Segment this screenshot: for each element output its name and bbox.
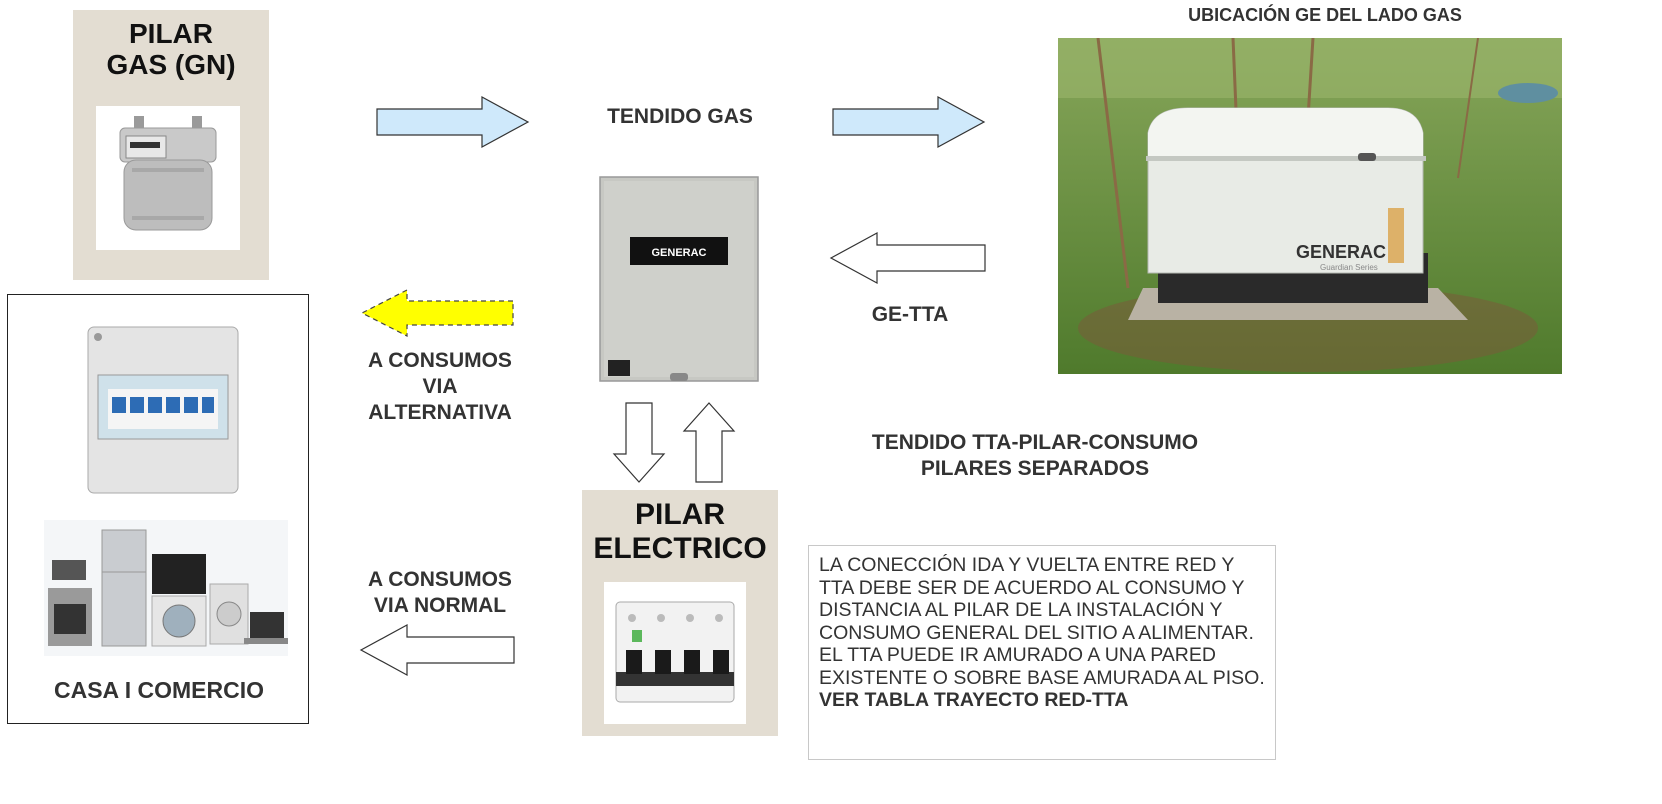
house-label: CASA I COMERCIO — [54, 677, 264, 703]
gas-pillar-title-line2: GAS (GN) — [106, 49, 236, 80]
route-label: TENDIDO TTA-PILAR-CONSUMO PILARES SEPARA… — [835, 430, 1235, 482]
gas-pillar: PILAR GAS (GN) — [73, 10, 269, 280]
distribution-board-image — [80, 319, 246, 499]
electric-pillar-title-line1: PILAR — [635, 498, 725, 531]
generator-series-text: Guardian Series — [1320, 263, 1378, 272]
alt-consumption-line1: A CONSUMOS — [368, 349, 512, 372]
generator-brand-text: GENERAC — [1296, 242, 1386, 262]
breaker-image — [604, 582, 746, 724]
route-label-line1: TENDIDO TTA-PILAR-CONSUMO — [871, 431, 1199, 454]
breaker-icon — [615, 601, 735, 703]
note-text-2: EL TTA PUEDE IR AMURADO A UNA PARED EXIS… — [819, 644, 1265, 689]
normal-consumption-label: A CONSUMOS VIA NORMAL — [345, 567, 535, 619]
gas-arrow-2 — [832, 95, 986, 149]
ge-tta-arrow — [829, 231, 986, 285]
transfer-switch-image: GENERAC — [598, 175, 760, 385]
tta-to-pillar-arrow — [612, 402, 666, 483]
appliances-image — [44, 520, 288, 656]
alt-consumption-line2: VIA — [422, 375, 458, 398]
note-bold-text: VER TABLA TRAYECTO RED-TTA — [819, 689, 1129, 711]
normal-consumption-arrow — [359, 623, 515, 677]
pillar-to-tta-arrow — [682, 402, 736, 483]
house-box: CASA I COMERCIO — [7, 294, 309, 724]
generator-icon: GENERAC Guardian Series — [1058, 38, 1562, 374]
note-box: LA CONECCIÓN IDA Y VUELTA ENTRE RED Y TT… — [808, 545, 1276, 760]
distribution-board-icon — [87, 326, 239, 494]
normal-consumption-line2: VIA NORMAL — [373, 594, 507, 617]
gas-pillar-title-line1: PILAR — [129, 18, 213, 49]
generator-photo: GENERAC Guardian Series — [1058, 38, 1562, 374]
normal-consumption-line1: A CONSUMOS — [368, 568, 512, 591]
alternative-consumption-label: A CONSUMOS VIA ALTERNATIVA — [345, 348, 535, 426]
alt-consumption-line3: ALTERNATIVA — [368, 401, 512, 424]
appliances-icon — [48, 529, 288, 647]
tta-brand-text: GENERAC — [651, 247, 706, 259]
alternative-consumption-arrow — [360, 289, 514, 337]
transfer-switch-icon: GENERAC — [599, 176, 759, 382]
generator-location-title: UBICACIÓN GE DEL LADO GAS — [1188, 5, 1462, 25]
gas-meter-icon — [119, 116, 217, 231]
electric-pillar-title-line2: ELECTRICO — [593, 532, 767, 565]
electric-pillar: PILAR ELECTRICO — [582, 490, 778, 736]
gas-arrow-1 — [376, 95, 530, 149]
gas-line-label: TENDIDO GAS — [607, 105, 753, 128]
ge-tta-label: GE-TTA — [871, 303, 949, 326]
gas-meter-image — [96, 106, 240, 250]
route-label-line2: PILARES SEPARADOS — [920, 457, 1150, 480]
note-text-1: LA CONECCIÓN IDA Y VUELTA ENTRE RED Y TT… — [819, 554, 1254, 644]
